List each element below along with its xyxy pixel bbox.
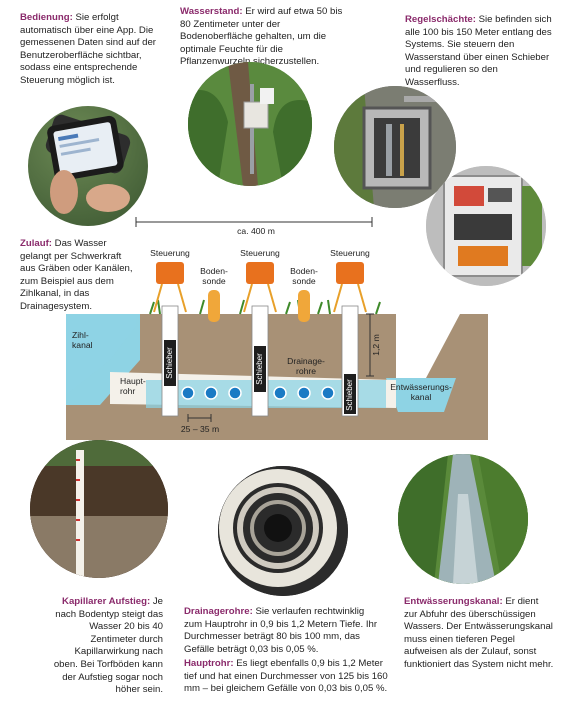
canal-photo [398, 454, 528, 584]
text-wasserstand: Wasserstand: Er wird auf etwa 50 bis 80 … [180, 6, 343, 68]
text-regelschaechte: Regelschächte: Sie befinden sich alle 10… [405, 14, 552, 88]
field-sensor-illustration [188, 62, 312, 186]
steuerung-label-3: Steuerung [330, 248, 370, 258]
text-kapillar: Kapillarer Aufstieg: Je nach Bodentyp st… [53, 596, 163, 696]
controller-box-1 [156, 262, 184, 284]
steuerung-label-1: Steuerung [150, 248, 190, 258]
grass [149, 299, 381, 315]
entwaesserung-label: Entwässerungs- kanal [390, 382, 452, 402]
drain-pipe-2 [204, 386, 218, 400]
controller-box-2 [246, 262, 274, 284]
controller-box-3 [336, 262, 364, 284]
spacing-label: 25 – 35 m [180, 424, 220, 434]
text-bedienung: Bedienung: Sie erfolgt automatisch über … [20, 12, 156, 86]
drain-pipe-1 [181, 386, 195, 400]
drain-pipe-5 [297, 386, 311, 400]
zihlkanal-label: Zihl- kanal [72, 330, 93, 350]
soil-sensor-2 [298, 290, 310, 322]
shaft-photo [334, 86, 456, 208]
drainagerohre-label: Drainage- rohre [287, 356, 325, 376]
drain-pipe-6 [321, 386, 335, 400]
soil-profile-photo [30, 440, 168, 578]
drain-pipe-3 [228, 386, 242, 400]
depth-label: 1,2 m [371, 334, 381, 356]
canal-illustration [398, 454, 528, 584]
controller-legs [153, 283, 367, 313]
field-sensor-photo [188, 62, 312, 186]
soil-profile-illustration [30, 440, 168, 578]
shaft-illustration [334, 86, 456, 208]
soil-sensor-1 [208, 290, 220, 322]
soil-sensors [208, 290, 310, 322]
bodensonde-label-2: Boden- sonde [290, 266, 318, 286]
bodensonde-label-1: Boden- sonde [200, 266, 228, 286]
text-drainagerohre: Drainagerohre: Sie verlaufen rechtwinkli… [184, 606, 378, 655]
text-zulauf: Zulauf: Das Wasser gelangt per Schwerkra… [20, 238, 133, 312]
pipe-photo [218, 466, 348, 596]
pipe-illustration [218, 466, 348, 596]
schieber-label-2: Schieber [255, 353, 264, 385]
hauptrohr-label: Haupt- rohr [120, 376, 146, 396]
text-hauptrohr: Hauptrohr: Es liegt ebenfalls 0,9 bis 1,… [184, 658, 388, 695]
phone-app-illustration [45, 114, 131, 214]
control-box-photo [426, 166, 546, 286]
distance-label: ca. 400 m [237, 226, 275, 236]
controllers [153, 262, 367, 313]
control-box-illustration [426, 166, 546, 286]
schieber-label-3: Schieber [345, 379, 354, 411]
drain-pipe-4 [273, 386, 287, 400]
schieber-label-1: Schieber [165, 347, 174, 379]
text-entwaesserung: Entwässerungskanal: Er dient zur Abfuhr … [404, 596, 554, 670]
phone-app-photo [28, 106, 148, 226]
steuerung-label-2: Steuerung [240, 248, 280, 258]
